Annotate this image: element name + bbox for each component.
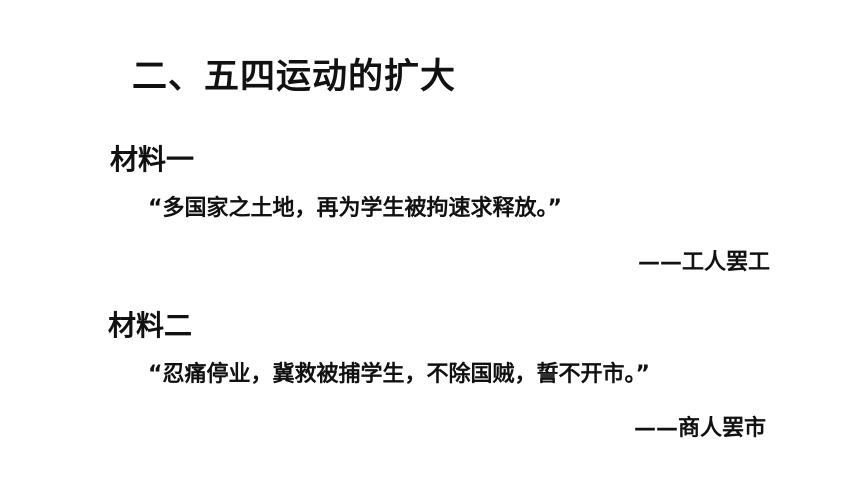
material-1-quote: “多国家之土地，再为学生被拘速求释放。” [148, 196, 562, 221]
material-2-source: ——商人罢市 [633, 416, 766, 441]
material-1-label: 材料一 [110, 143, 195, 176]
material-1-source: ——工人罢工 [637, 250, 770, 275]
slide-title: 二、五四运动的扩大 [132, 57, 457, 97]
material-2-label: 材料二 [108, 309, 193, 342]
material-2-quote: “忍痛停业，冀救被捕学生，不除国贼，誓不开市。” [148, 362, 650, 387]
